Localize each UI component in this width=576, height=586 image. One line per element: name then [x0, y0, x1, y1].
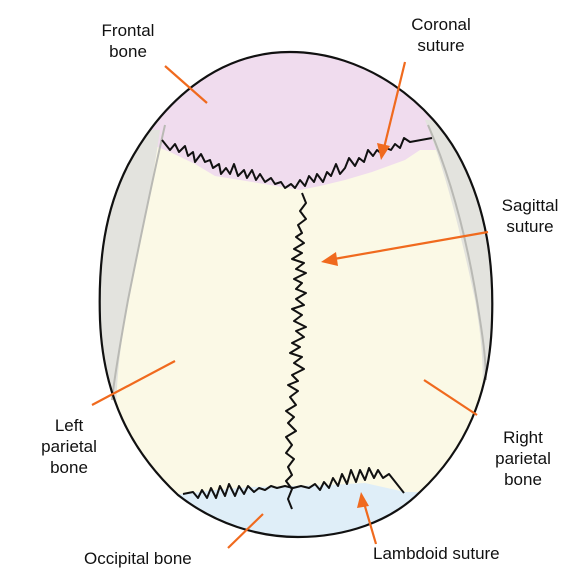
sagittal-suture-line: [285, 192, 307, 510]
lambdoid-suture-arrow: [362, 502, 378, 545]
right-parietal-label-line2: parietal: [495, 449, 551, 468]
right-parietal-leader: [423, 379, 478, 416]
occipital-bone-leader: [227, 513, 264, 549]
left-parietal-label-line1: Left: [54, 416, 84, 435]
lambdoid-suture-label: Lambdoid suture: [373, 543, 500, 564]
left-parietal-bone-label: Left parietal bone: [24, 415, 114, 478]
right-parietal-label-line1: Right: [503, 428, 543, 447]
skull-outline: [98, 50, 494, 539]
coronal-suture-label: Coronal suture: [396, 14, 486, 56]
right-shading-edge: [427, 124, 487, 381]
coronal-suture-label-line1: Coronal: [411, 15, 471, 34]
coronal-suture-arrow: [382, 61, 407, 149]
lambdoid-suture-arrowhead: [357, 492, 369, 508]
left-shading-edge: [111, 124, 166, 401]
sagittal-suture-arrowhead: [321, 252, 338, 266]
left-parietal-label-line3: bone: [50, 458, 88, 477]
lambdoid-suture-line: [182, 467, 405, 499]
sagittal-suture-label-line2: suture: [506, 217, 554, 236]
frontal-bone-label-line1: Frontal: [101, 21, 155, 40]
left-parietal-leader: [91, 360, 176, 406]
coronal-suture-arrowhead: [377, 143, 390, 160]
coronal-suture-label-line2: suture: [417, 36, 465, 55]
sagittal-suture-arrow: [333, 230, 489, 261]
occipital-bone-label-line1: Occipital bone: [84, 549, 192, 568]
occipital-bone-label: Occipital bone: [84, 548, 192, 569]
lambdoid-suture-label-line1: Lambdoid suture: [373, 544, 500, 563]
frontal-bone-leader: [164, 65, 208, 104]
right-parietal-label-line3: bone: [504, 470, 542, 489]
right-side-shading: [425, 120, 493, 400]
frontal-bone-label-line2: bone: [109, 42, 147, 61]
left-parietal-label-line2: parietal: [41, 437, 97, 456]
frontal-bone-label: Frontal bone: [88, 20, 168, 62]
sagittal-suture-label: Sagittal suture: [490, 195, 570, 237]
right-parietal-bone-label: Right parietal bone: [478, 427, 568, 490]
sagittal-suture-label-line1: Sagittal: [501, 196, 559, 215]
frontal-bone-region: [99, 52, 493, 190]
coronal-suture-line: [161, 137, 433, 189]
